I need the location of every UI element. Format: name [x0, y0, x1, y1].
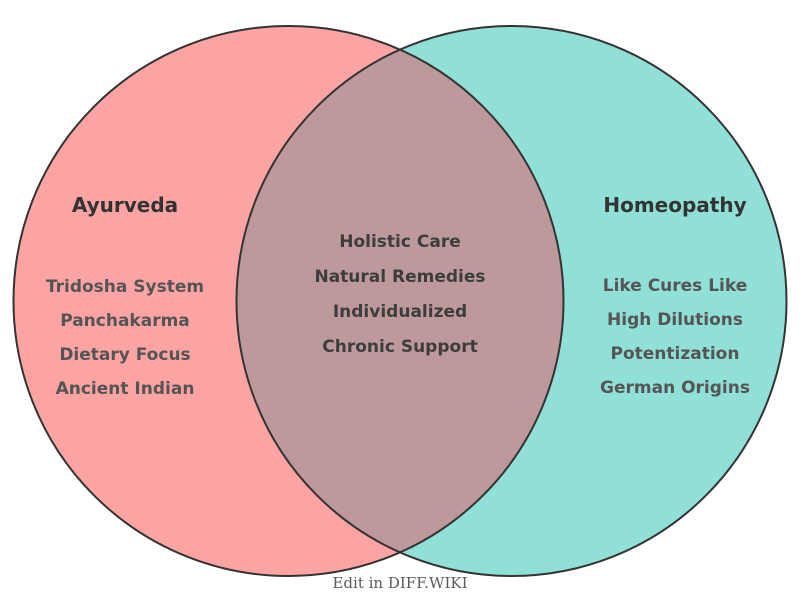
overlap-item: Chronic Support — [322, 337, 478, 357]
overlap-item: Natural Remedies — [314, 267, 486, 287]
homeopathy-item: Like Cures Like — [602, 276, 748, 296]
overlap-item: Holistic Care — [339, 232, 461, 252]
homeopathy-item: German Origins — [600, 378, 750, 398]
ayurveda-item: Ancient Indian — [55, 379, 195, 399]
ayurveda-item: Panchakarma — [60, 311, 190, 331]
overlap-items: Holistic Care Natural Remedies Individua… — [314, 225, 485, 365]
homeopathy-title: Homeopathy — [603, 193, 747, 217]
homeopathy-items: Like Cures Like High Dilutions Potentiza… — [600, 269, 750, 405]
overlap-region-fill — [237, 50, 563, 552]
edit-in-diffwiki-link[interactable]: Edit in DIFF.WIKI — [332, 574, 468, 592]
ayurveda-item: Tridosha System — [45, 277, 205, 297]
homeopathy-item: High Dilutions — [607, 310, 743, 330]
overlap-item: Individualized — [332, 302, 468, 322]
ayurveda-circle-outline — [12, 25, 565, 577]
homeopathy-item: Potentization — [610, 344, 740, 364]
ayurveda-item: Dietary Focus — [59, 345, 191, 365]
ayurveda-items: Tridosha System Panchakarma Dietary Focu… — [46, 270, 204, 406]
ayurveda-title: Ayurveda — [71, 193, 179, 217]
homeopathy-circle-outline — [235, 25, 788, 577]
